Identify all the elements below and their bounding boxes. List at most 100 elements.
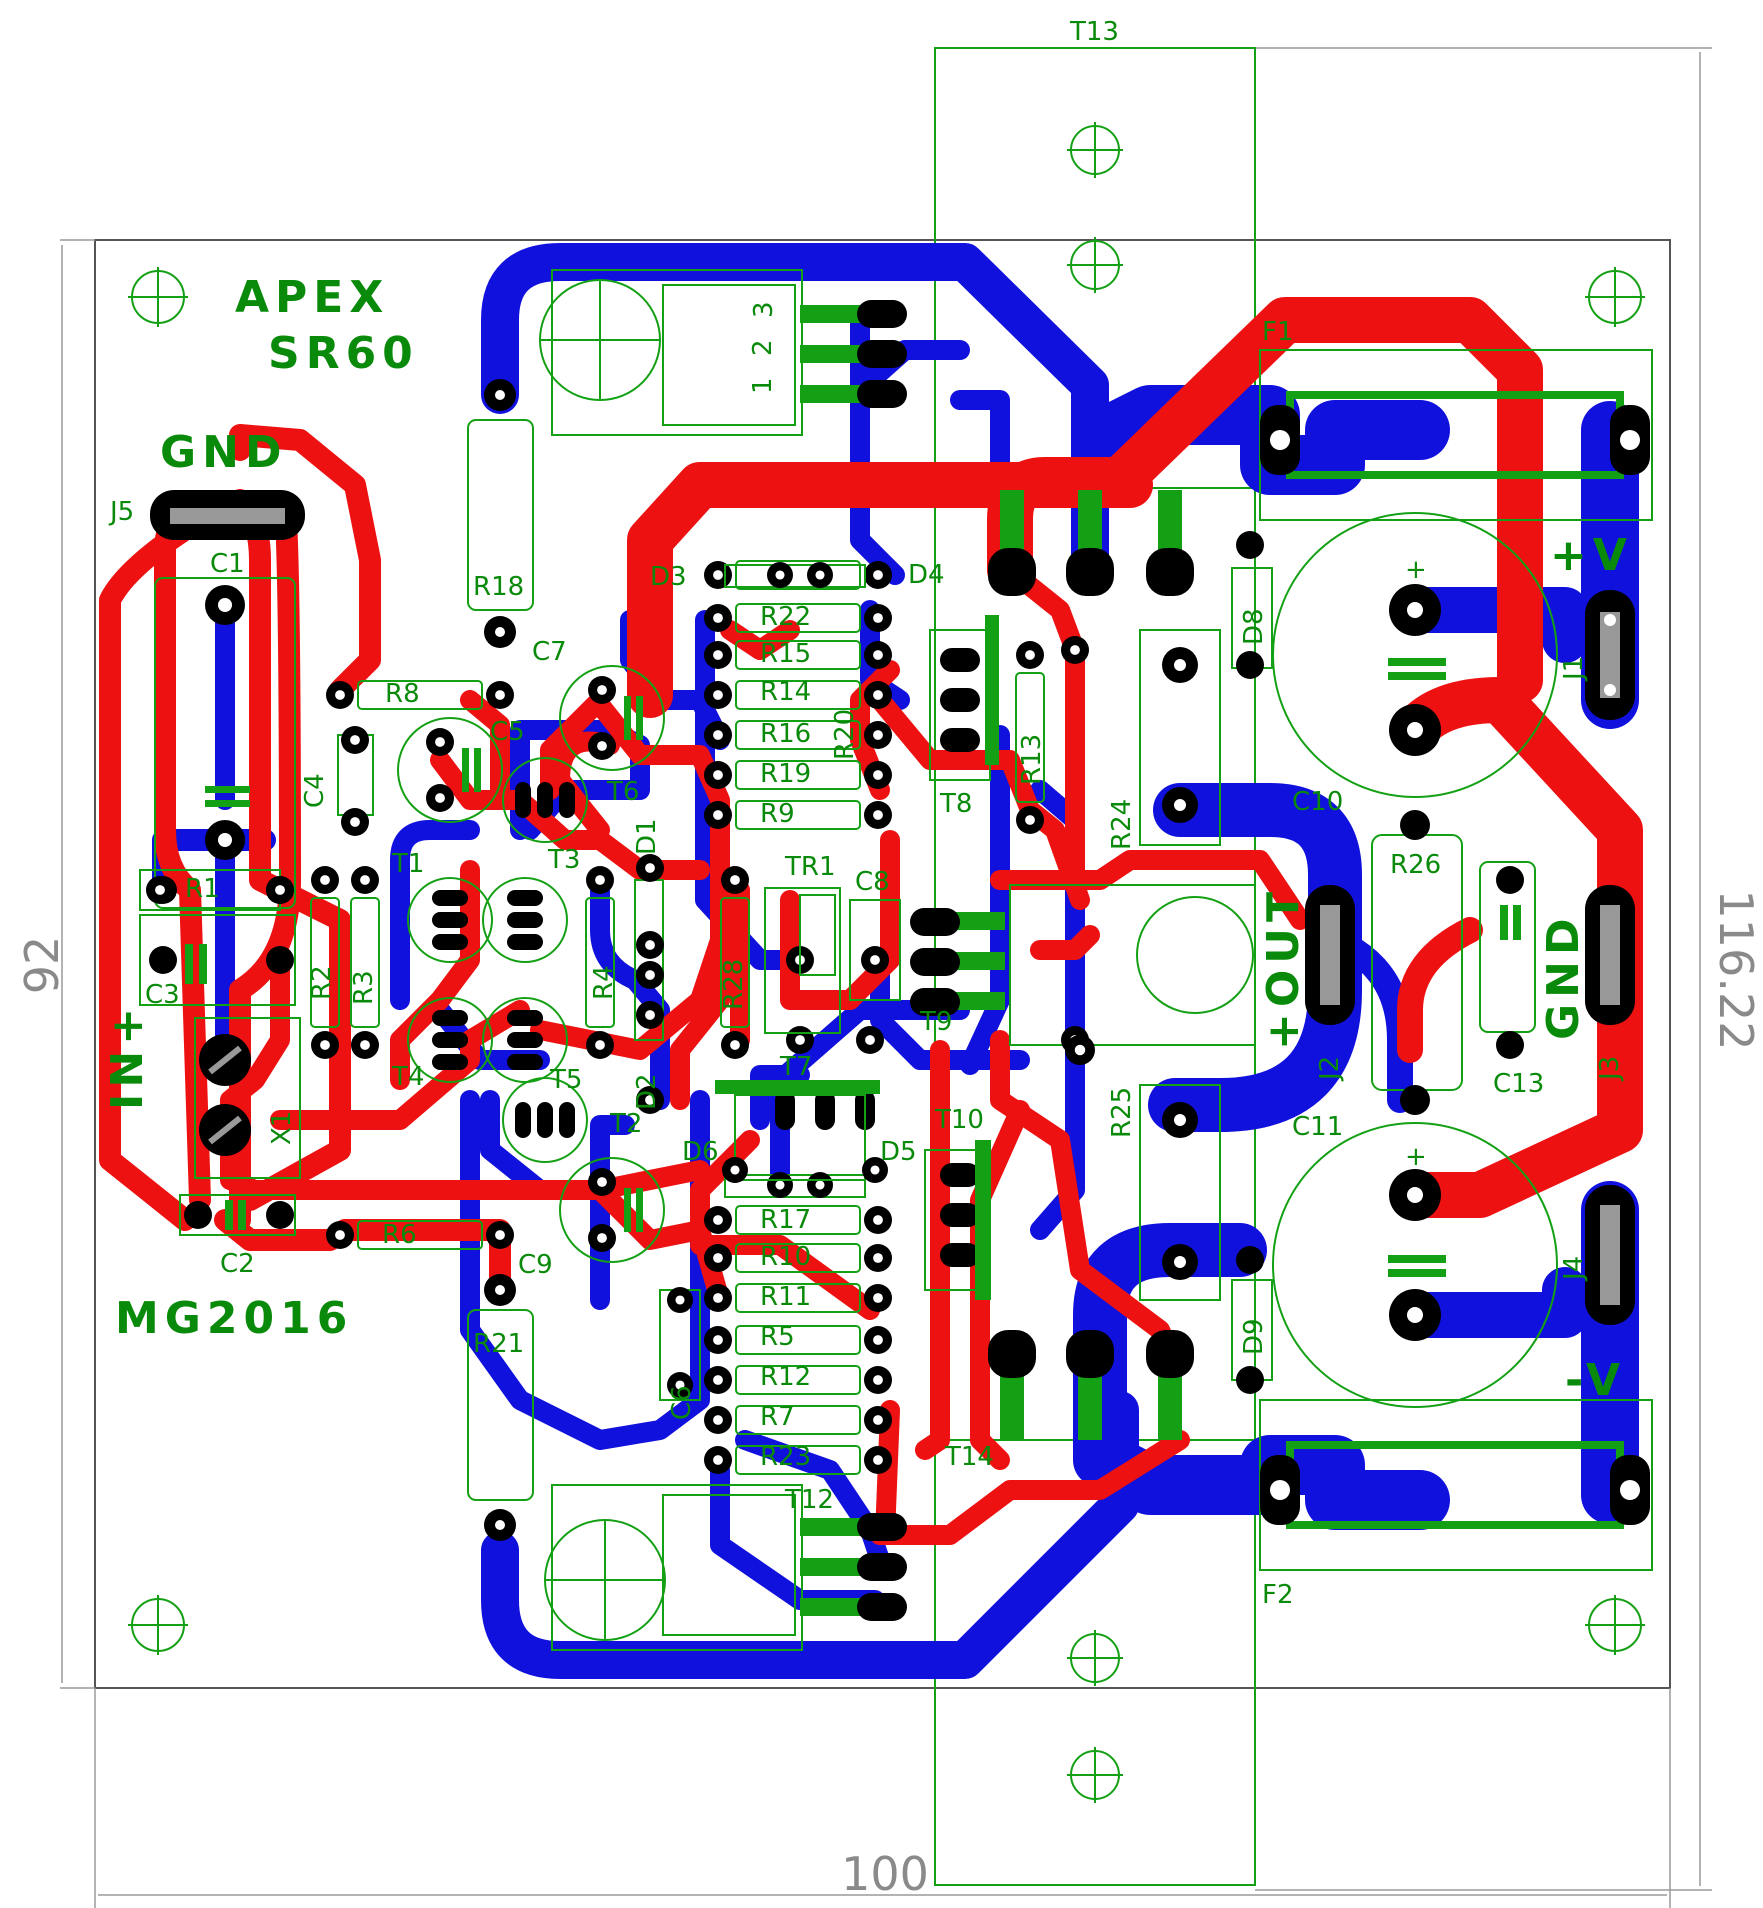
pad (507, 1032, 543, 1048)
pad (815, 1090, 835, 1130)
pin-2: 2 (748, 339, 778, 356)
pad (507, 890, 543, 906)
drill-hole (713, 1335, 723, 1345)
drill-hole (873, 1335, 883, 1345)
drill-hole (360, 1040, 370, 1050)
regulator-bottom (544, 1484, 907, 1651)
drill-hole (873, 1375, 883, 1385)
drill-hole (730, 1040, 740, 1050)
drill-hole (713, 613, 723, 623)
resistor-body (735, 1325, 861, 1355)
drill-hole (360, 875, 370, 885)
transistor-tab (985, 615, 999, 765)
mount-hole (1067, 122, 1123, 178)
component-label: R17 (760, 1205, 811, 1235)
drill-hole (645, 940, 655, 950)
drill-hole (495, 1230, 505, 1240)
pad (537, 1102, 553, 1138)
component-label: R13 (1017, 734, 1047, 785)
drill-hole (870, 955, 880, 965)
gnd-output-label: GND (1538, 913, 1589, 1040)
j4-label: J4 (1559, 1256, 1589, 1282)
component-label: T4 (391, 1062, 424, 1092)
component-label: C3 (145, 980, 180, 1010)
resistor-body (735, 1243, 861, 1273)
component-label: R6 (382, 1220, 417, 1250)
drill-hole (597, 741, 607, 751)
component-label: R24 (1107, 799, 1137, 850)
minus-v-label: -V (1565, 1355, 1626, 1406)
component-label: D3 (650, 562, 687, 592)
drill-hole (815, 1180, 825, 1190)
component-label: C10 (1292, 787, 1343, 817)
drill-hole (435, 737, 445, 747)
mounting-holes (128, 122, 1645, 1803)
component-label: R21 (473, 1329, 524, 1359)
component-label: R2 (307, 965, 337, 1000)
resistor-body (735, 1445, 861, 1475)
cap-outline (559, 665, 665, 771)
cap-plate (624, 696, 631, 740)
drill-hole (645, 1095, 655, 1105)
component-label: TR1 (784, 852, 836, 882)
component-label: C13 (1493, 1069, 1544, 1099)
component-label: R7 (760, 1402, 795, 1432)
component-label: C7 (532, 637, 567, 667)
drill-hole (713, 1415, 723, 1425)
component-label: T10 (934, 1105, 984, 1135)
component-label: C2 (220, 1249, 255, 1279)
component-label: R1 (185, 874, 220, 904)
pad (940, 1203, 980, 1227)
pad (507, 934, 543, 950)
cap-outline (559, 1157, 665, 1263)
drill-hole (713, 690, 723, 700)
cap-plus: + (1405, 1142, 1427, 1172)
cap-plate (636, 1188, 643, 1232)
pad (515, 782, 531, 818)
connector-j3 (1585, 885, 1635, 1025)
resistor-r18 (467, 379, 534, 648)
drill-hole (595, 875, 605, 885)
drill-hole (873, 810, 883, 820)
resistor-body (735, 1405, 861, 1435)
resistor-array-bottom (659, 1172, 892, 1475)
resistor-body (735, 603, 861, 633)
component-label: R26 (1390, 850, 1441, 880)
drill-hole (713, 1293, 723, 1303)
pad (559, 1102, 575, 1138)
drill-hole (645, 1010, 655, 1020)
transistor-body (929, 629, 991, 781)
component-label: T7 (779, 1052, 812, 1082)
component-label: D8 (1239, 608, 1269, 645)
resistor-body (735, 800, 861, 830)
resistor-body (585, 897, 615, 1028)
drill-hole (873, 1215, 883, 1225)
component-label: D4 (908, 560, 945, 590)
cap-plus: + (1405, 555, 1427, 585)
pad (940, 1163, 980, 1187)
out-label: +OUT (1258, 886, 1309, 1050)
heatsink-top-label: T13 (1069, 17, 1119, 47)
transistor-tab (975, 1140, 991, 1300)
pad (432, 1032, 468, 1048)
j1-label: J1 (1559, 656, 1589, 682)
pad (515, 1102, 531, 1138)
drill-hole (730, 1165, 740, 1175)
resistor-r21 (467, 1274, 534, 1541)
drill-hole (873, 690, 883, 700)
drill-hole (713, 1375, 723, 1385)
pad (432, 890, 468, 906)
transistor-outline (502, 757, 588, 843)
component-label: R12 (760, 1362, 811, 1392)
drill-hole (335, 1230, 345, 1240)
mount-hole (1067, 237, 1123, 293)
component-label: D6 (682, 1137, 719, 1167)
heatsink-bottom-label: T14 (944, 1442, 994, 1472)
drill-hole (713, 770, 723, 780)
resistor-body (720, 897, 750, 1028)
component-label: R11 (760, 1282, 811, 1312)
mount-hole (1585, 267, 1645, 327)
drill-hole (713, 1215, 723, 1225)
in-plus-label: IN+ (102, 1002, 153, 1110)
drill-hole (775, 1180, 785, 1190)
